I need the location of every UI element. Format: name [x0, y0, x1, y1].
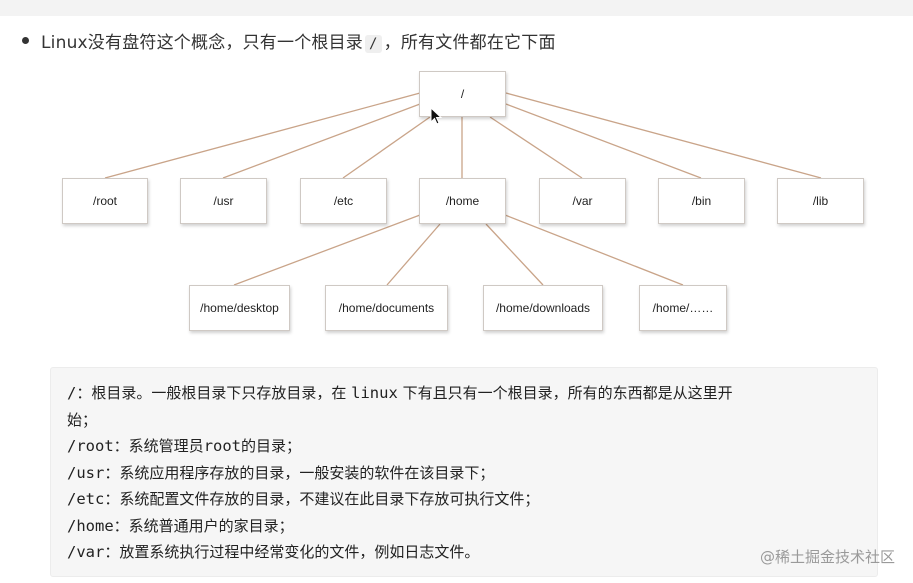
note-code: /etc	[67, 490, 105, 508]
note-code: /home	[67, 516, 114, 535]
note-code: /var	[67, 543, 105, 561]
node-l1-etc: /etc	[300, 178, 387, 224]
connector-root-etc	[342, 116, 431, 179]
connector-home-downloads	[485, 223, 544, 286]
note-text: 始；	[67, 410, 98, 429]
mouse-pointer-icon	[430, 107, 443, 125]
heading-text-after: ，所有文件都在它下面	[383, 32, 556, 53]
note-text: ：系统普通用户的家目录；	[113, 516, 294, 535]
note-text: ：系统配置文件存放的目录，不建议在此目录下存放可执行文件；	[104, 490, 540, 508]
node-l1-home: /home	[419, 178, 506, 224]
note-code-inline: root	[203, 437, 242, 455]
connector-root-usr	[222, 103, 421, 179]
heading-text: Linux没有盘符这个概念，只有一个根目录/，所有文件都在它下面	[41, 28, 556, 53]
note-line-etc: /etc：系统配置文件存放的目录，不建议在此目录下存放可执行文件；	[67, 486, 861, 513]
connector-home-desktop	[233, 214, 421, 286]
tree-connectors	[104, 92, 822, 286]
note-text: ：根目录。一般根目录下只存放目录，在	[76, 384, 352, 402]
heading-text-before: Linux没有盘符这个概念，只有一个根目录	[41, 32, 364, 53]
note-line-root-cont: 始；	[67, 407, 861, 434]
connector-home-documents	[386, 223, 441, 286]
note-code: /usr	[67, 463, 105, 482]
node-l1-usr: /usr	[180, 178, 267, 224]
note-line-root: /：根目录。一般根目录下只存放目录，在 linux 下有且只有一个根目录，所有的…	[67, 380, 861, 407]
note-text: ：放置系统执行过程中经常变化的文件，例如日志文件。	[104, 543, 480, 561]
node-l1-lib: /lib	[777, 178, 864, 224]
node-l1-bin: /bin	[658, 178, 745, 224]
connector-root-lib	[505, 92, 822, 179]
note-line-usr: /usr：系统应用程序存放的目录，一般安装的软件在该目录下；	[67, 460, 861, 487]
node-root: /	[419, 71, 506, 117]
notes-block: /：根目录。一般根目录下只存放目录，在 linux 下有且只有一个根目录，所有的…	[50, 367, 878, 577]
heading-inline-code: /	[365, 34, 382, 53]
connector-root-var	[489, 116, 583, 179]
node-home-desktop: /home/desktop	[189, 285, 290, 331]
note-text: ：系统管理员	[113, 437, 204, 455]
bullet-dot	[22, 36, 29, 44]
node-l1-root: /root	[62, 178, 148, 224]
watermark: @稀土掘金技术社区	[759, 548, 895, 566]
node-home-downloads: /home/downloads	[483, 285, 603, 331]
note-code: /root	[67, 437, 114, 455]
note-line-root-dir: /root：系统管理员root的目录；	[67, 433, 861, 460]
note-line-var: /var：放置系统执行过程中经常变化的文件，例如日志文件。	[67, 539, 861, 566]
node-home-more: /home/……	[639, 285, 727, 331]
note-text: 下有且只有一个根目录，所有的东西都是从这里开	[397, 384, 733, 402]
top-strip	[0, 0, 913, 16]
note-line-home: /home：系统普通用户的家目录；	[67, 513, 861, 540]
note-code-inline: linux	[351, 384, 398, 402]
note-text: ：系统应用程序存放的目录，一般安装的软件在该目录下；	[104, 463, 495, 482]
node-home-documents: /home/documents	[325, 285, 448, 331]
connector-home-more	[504, 214, 684, 286]
note-code: /	[67, 384, 77, 402]
connector-root-usr-level	[104, 92, 421, 179]
connector-root-bin	[505, 103, 702, 179]
node-l1-var: /var	[539, 178, 626, 224]
heading-bullet: Linux没有盘符这个概念，只有一个根目录/，所有文件都在它下面	[22, 24, 556, 56]
note-text: 的目录；	[241, 437, 302, 455]
